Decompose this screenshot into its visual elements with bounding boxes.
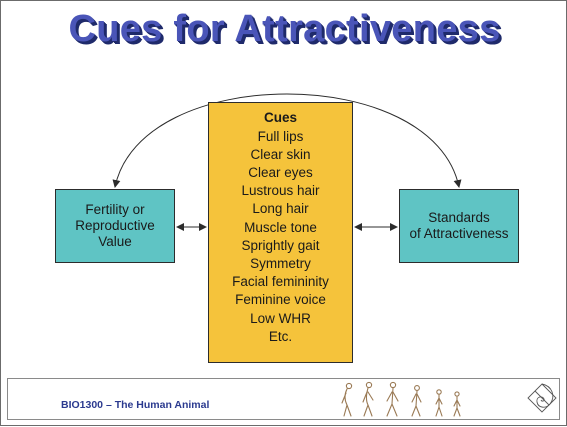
fertility-box: Fertility or Reproductive Value xyxy=(55,189,175,263)
human-evolution-icon xyxy=(341,381,461,417)
cue-item: Lustrous hair xyxy=(241,183,320,199)
cue-item: Low WHR xyxy=(250,310,311,326)
footer-bar xyxy=(7,378,560,420)
cue-item: Facial femininity xyxy=(232,274,329,290)
cue-item: Symmetry xyxy=(250,255,311,271)
standards-label: Standards of Attractiveness xyxy=(409,210,509,241)
cues-box: Cues Full lips Clear skin Clear eyes Lus… xyxy=(208,102,353,363)
cue-item: Full lips xyxy=(257,128,304,144)
cue-item: Etc. xyxy=(268,328,293,344)
cue-item: Muscle tone xyxy=(244,219,317,235)
spiral-logo-icon xyxy=(527,383,557,413)
cues-heading: Cues xyxy=(263,110,297,125)
course-name: BIO1300 – The Human Animal xyxy=(61,399,210,411)
cue-item: Clear skin xyxy=(250,146,311,162)
cue-item: Sprightly gait xyxy=(241,237,320,253)
cue-item: Long hair xyxy=(252,201,309,217)
standards-box: Standards of Attractiveness xyxy=(399,189,519,263)
cue-item: Clear eyes xyxy=(248,164,313,180)
cue-item: Feminine voice xyxy=(235,292,326,308)
slide-title: Cues for Attractiveness xyxy=(68,8,501,50)
fertility-label: Fertility or Reproductive Value xyxy=(75,202,155,249)
